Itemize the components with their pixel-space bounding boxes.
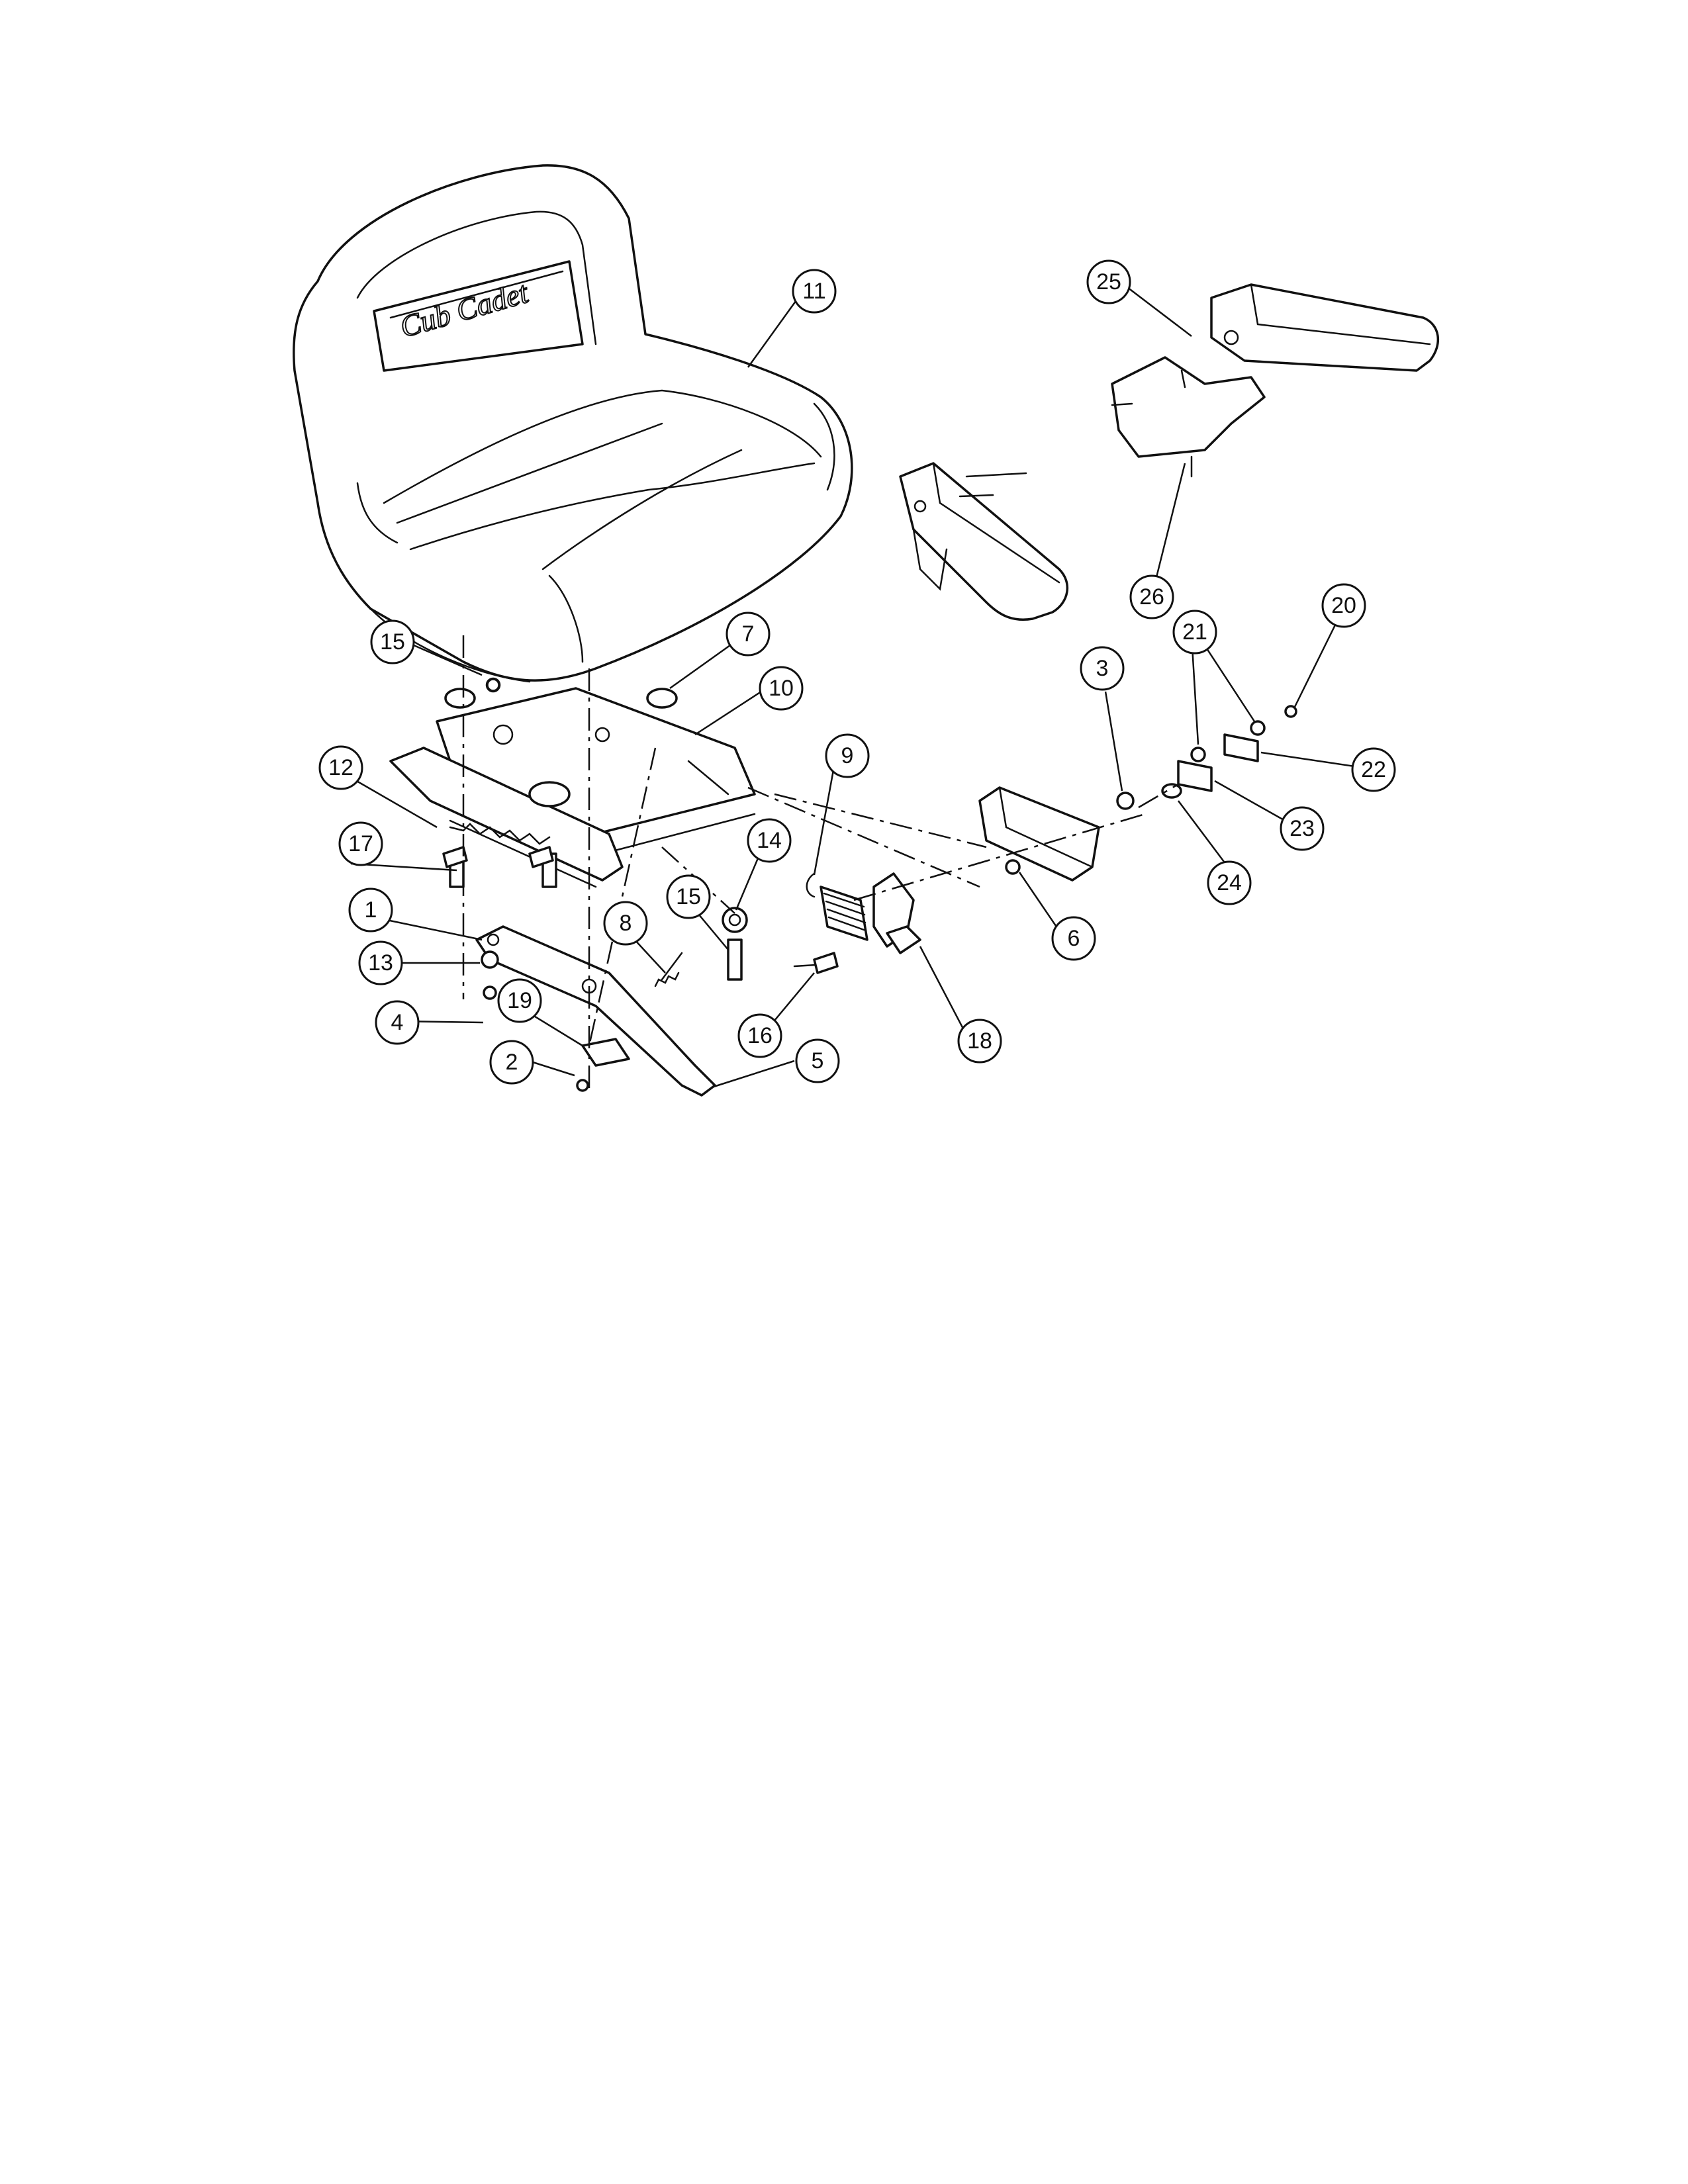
svg-text:22: 22 [1361,757,1386,782]
svg-text:18: 18 [967,1028,992,1054]
svg-text:3: 3 [1096,656,1109,681]
svg-text:9: 9 [841,743,854,768]
callout-11: 11 [792,269,837,314]
svg-text:10: 10 [769,676,794,701]
svg-text:26: 26 [1139,584,1164,610]
callout-24: 24 [1207,860,1252,905]
hardware [442,678,748,1092]
callout-21: 21 [1172,610,1217,655]
callout-3: 3 [1080,646,1125,691]
seat-rail [389,747,624,888]
callout-12: 12 [318,745,363,790]
seat: Cub Cadet [293,164,853,683]
svg-text:17: 17 [348,831,373,856]
callout-19: 19 [497,978,542,1023]
callout-15-top: 15 [370,619,415,664]
left-armrest [899,462,1069,621]
callout-9: 9 [825,733,870,778]
callout-10: 10 [759,666,804,711]
svg-text:6: 6 [1068,926,1080,951]
callout-7: 7 [726,612,771,657]
svg-text:4: 4 [391,1010,404,1035]
callout-8: 8 [603,901,648,946]
svg-text:19: 19 [507,988,532,1013]
svg-text:5: 5 [812,1048,824,1073]
svg-text:1: 1 [365,897,377,923]
right-bracket [978,786,1135,882]
svg-text:15: 15 [380,629,405,655]
callout-26: 26 [1129,574,1174,619]
svg-text:21: 21 [1182,619,1207,645]
callout-2: 2 [489,1040,534,1085]
svg-text:13: 13 [368,950,393,976]
callout-6: 6 [1051,916,1096,961]
svg-text:16: 16 [747,1023,773,1048]
svg-text:8: 8 [620,911,632,936]
callout-25: 25 [1086,259,1131,304]
callout-22: 22 [1351,747,1396,792]
svg-text:2: 2 [506,1050,518,1075]
switch-parts [1161,705,1297,799]
callout-18: 18 [957,1019,1002,1064]
svg-text:12: 12 [328,755,353,780]
callout-16: 16 [737,1013,782,1058]
callout-17: 17 [338,821,383,866]
spring-and-latch [793,872,921,974]
callout-14: 14 [747,818,792,863]
svg-text:15: 15 [676,884,701,909]
svg-text:11: 11 [802,279,825,304]
callout-15-bottom: 15 [666,874,711,919]
svg-text:25: 25 [1096,269,1121,295]
latch-lever [475,925,716,1097]
callout-4: 4 [375,1000,420,1045]
callout-20: 20 [1321,583,1366,628]
svg-text:23: 23 [1289,816,1315,841]
callout-1: 1 [348,887,393,933]
svg-text:20: 20 [1331,593,1356,618]
callout-5: 5 [795,1038,840,1083]
svg-text:24: 24 [1217,870,1242,895]
svg-text:7: 7 [742,621,755,647]
right-armrest [1111,283,1440,478]
callout-23: 23 [1280,806,1325,851]
callout-13: 13 [358,940,403,985]
svg-text:14: 14 [757,828,782,853]
